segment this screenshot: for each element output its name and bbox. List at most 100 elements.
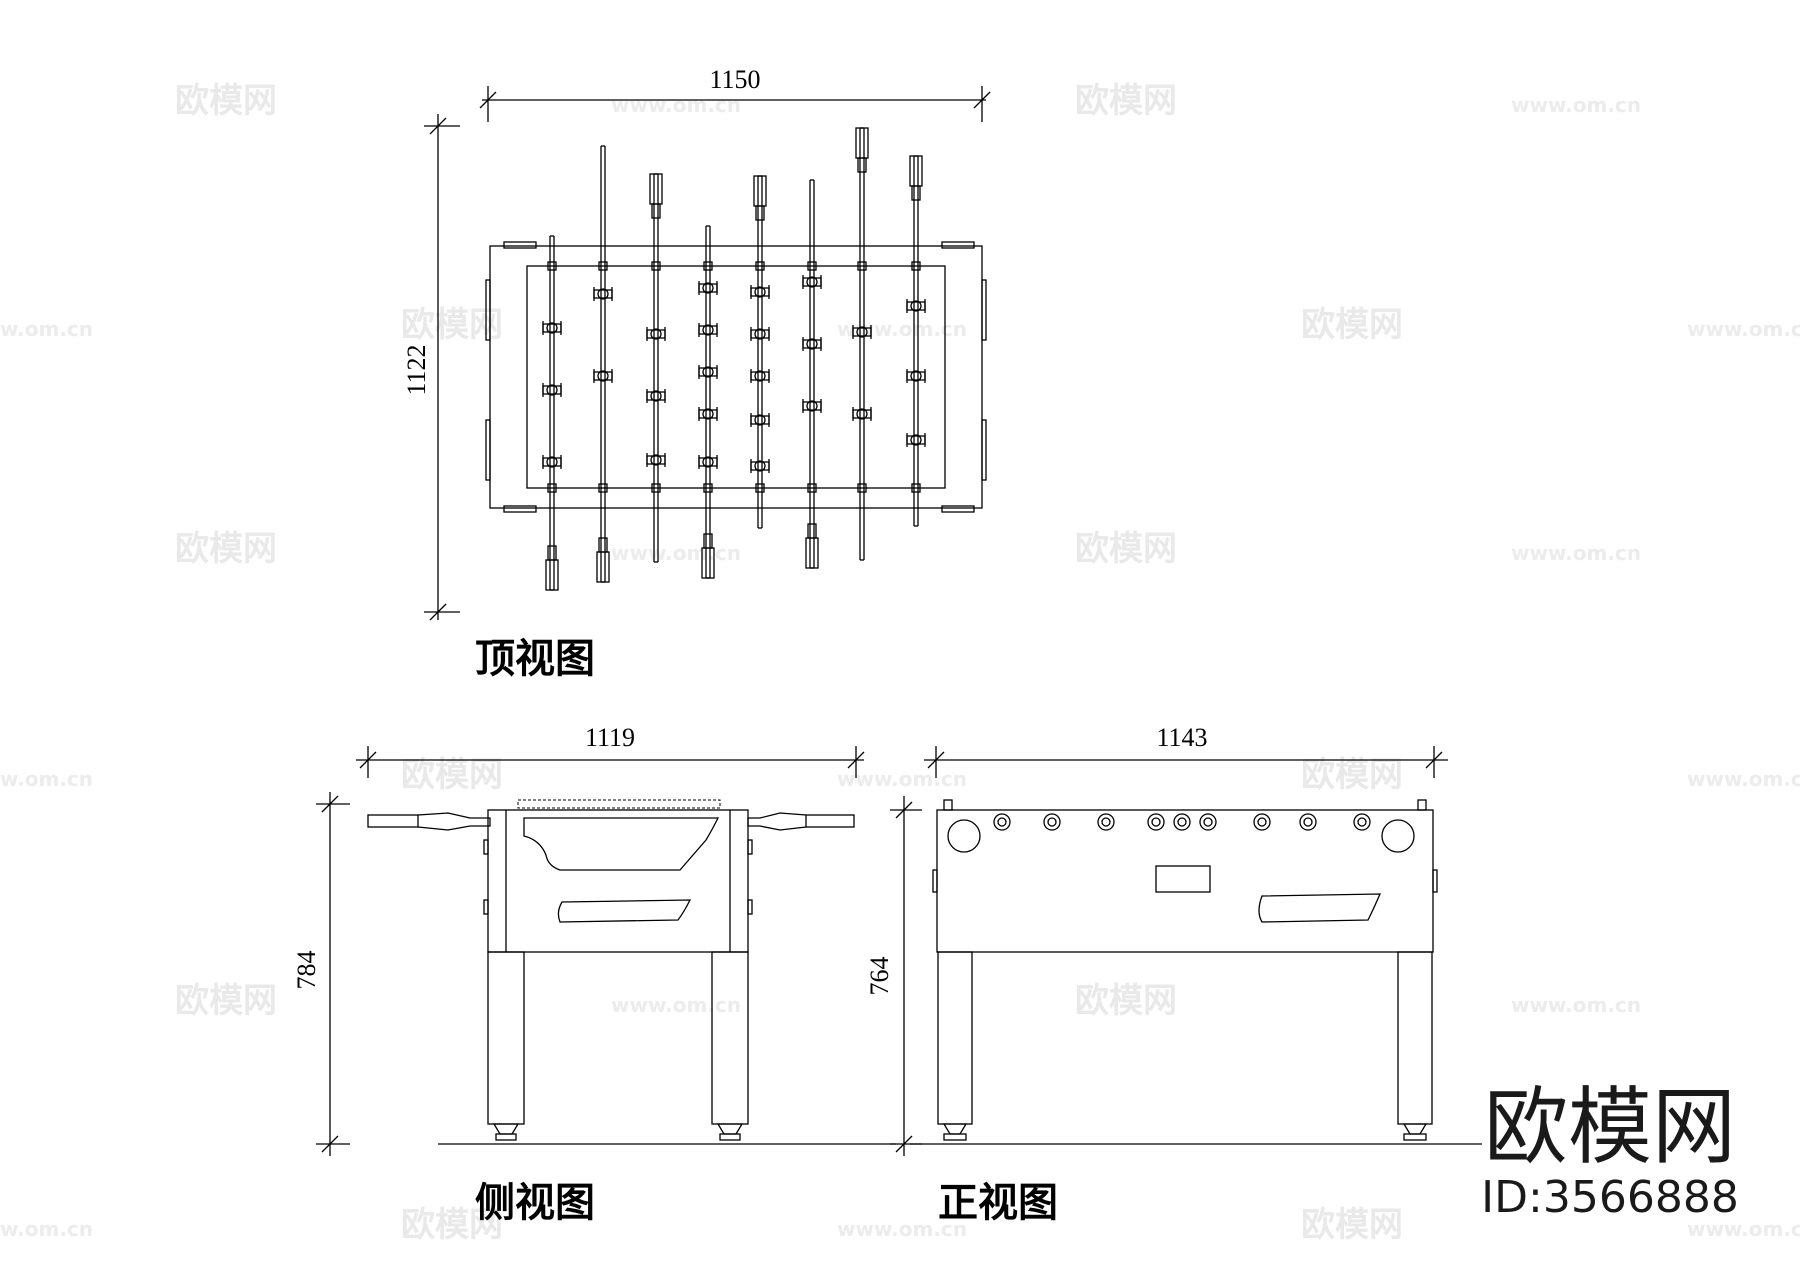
front-score-window xyxy=(1155,865,1211,893)
top-view-label: 顶视图 xyxy=(475,635,595,682)
rod-handle xyxy=(805,537,819,569)
front-view-label: 正视图 xyxy=(938,1179,1058,1226)
foosball-rod xyxy=(906,155,926,527)
rod-handle xyxy=(545,559,559,591)
front-leg-left xyxy=(937,951,973,1125)
rod-end xyxy=(1147,813,1165,831)
brand-block: 欧模网 ID:3566888 xyxy=(1481,1078,1739,1223)
front-goal-left xyxy=(947,819,981,853)
side-width-label: 1119 xyxy=(585,723,635,752)
player-figure xyxy=(593,287,613,301)
watermark-url: www.om.cn xyxy=(611,93,741,117)
watermark-url: www.om.cn xyxy=(0,1217,93,1241)
watermark-url: www.om.cn xyxy=(1511,93,1641,117)
watermark-logo: 欧模网 xyxy=(1301,305,1403,345)
player-figure xyxy=(750,413,770,427)
watermark-url: www.om.cn xyxy=(611,541,741,565)
watermark-url: www.om.cn xyxy=(1511,993,1641,1017)
side-cutout-bottom xyxy=(557,899,692,923)
watermark-logo: 欧模网 xyxy=(401,755,503,795)
watermark-logo: 欧模网 xyxy=(1301,755,1403,795)
watermark-logo: 欧模网 xyxy=(1075,981,1177,1021)
player-figure xyxy=(646,453,666,467)
foosball-rod xyxy=(593,145,613,583)
player-figure xyxy=(542,321,562,335)
side-handle-left xyxy=(367,812,491,831)
front-height-dimension xyxy=(890,796,922,1156)
side-width-dimension xyxy=(356,746,865,778)
watermark-url: www.om.cn xyxy=(611,993,741,1017)
top-depth-dimension xyxy=(424,114,460,621)
foosball-rod xyxy=(802,179,822,569)
side-leg-left xyxy=(487,951,525,1125)
watermark-logo: 欧模网 xyxy=(1075,81,1177,121)
front-rod-ends xyxy=(993,813,1371,831)
watermark-url: www.om.cn xyxy=(0,317,93,341)
side-height-dimension xyxy=(316,792,350,1156)
watermark-url: www.om.cn xyxy=(837,317,967,341)
front-cutout xyxy=(1258,893,1381,923)
side-cutout-top xyxy=(523,817,720,871)
front-cabinet xyxy=(936,809,1434,953)
player-figure xyxy=(906,433,926,447)
rod-end xyxy=(993,813,1011,831)
front-view: 1143 764 正视图 xyxy=(865,723,1482,1226)
foosball-rod xyxy=(750,175,770,529)
watermark-logo: 欧模网 xyxy=(175,981,277,1021)
front-goal-right xyxy=(1381,819,1415,853)
player-figure xyxy=(646,389,666,403)
watermark-logo: 欧模网 xyxy=(1075,529,1177,569)
player-figure xyxy=(802,399,822,413)
front-width-label: 1143 xyxy=(1156,723,1207,752)
front-leg-right xyxy=(1397,951,1433,1125)
foosball-rod xyxy=(852,127,872,561)
watermark-url: www.om.cn xyxy=(1511,541,1641,565)
watermark-url: www.om.cn xyxy=(1687,767,1800,791)
foosball-rod xyxy=(646,173,666,563)
player-figure xyxy=(698,281,718,295)
player-figure xyxy=(750,327,770,341)
player-figure xyxy=(802,337,822,351)
player-figure xyxy=(802,275,822,289)
foosball-rod xyxy=(542,235,562,591)
top-table-outline xyxy=(489,245,983,509)
player-figure xyxy=(698,323,718,337)
rod-handle xyxy=(909,155,923,187)
watermark-logo: 欧模网 xyxy=(175,529,277,569)
side-top-rail xyxy=(517,799,721,809)
side-height-label: 784 xyxy=(292,951,321,990)
rod-handle xyxy=(855,127,869,159)
player-figure xyxy=(593,369,613,383)
side-handle-right xyxy=(747,812,855,831)
brand-logo-text: 欧模网 xyxy=(1484,1078,1736,1176)
rod-handle xyxy=(753,175,767,207)
player-figure xyxy=(750,459,770,473)
watermark-url: www.om.cn xyxy=(1687,317,1800,341)
rod-end xyxy=(1299,813,1317,831)
top-rods xyxy=(542,127,926,591)
side-view: 1119 784 xyxy=(292,723,896,1226)
watermark-url: www.om.cn xyxy=(837,767,967,791)
player-figure xyxy=(750,285,770,299)
side-leg-right xyxy=(711,951,749,1125)
brand-id-text: ID:3566888 xyxy=(1481,1172,1739,1223)
player-figure xyxy=(906,299,926,313)
player-figure xyxy=(852,325,872,339)
player-figure xyxy=(852,407,872,421)
watermark-logo: 欧模网 xyxy=(175,81,277,121)
rod-end xyxy=(1097,813,1115,831)
player-figure xyxy=(698,407,718,421)
top-playfield xyxy=(526,265,946,489)
watermark-url: www.om.cn xyxy=(837,1217,967,1241)
foosball-rod xyxy=(698,225,718,579)
rod-end xyxy=(1173,813,1191,831)
watermark-layer: 欧模网欧模网欧模网欧模网欧模网欧模网欧模网欧模网欧模网欧模网欧模网欧模网www.… xyxy=(0,81,1800,1245)
player-figure xyxy=(646,327,666,341)
player-figure xyxy=(698,455,718,469)
watermark-logo: 欧模网 xyxy=(401,1205,503,1245)
player-figure xyxy=(542,383,562,397)
player-figure xyxy=(906,369,926,383)
rod-end xyxy=(1253,813,1271,831)
